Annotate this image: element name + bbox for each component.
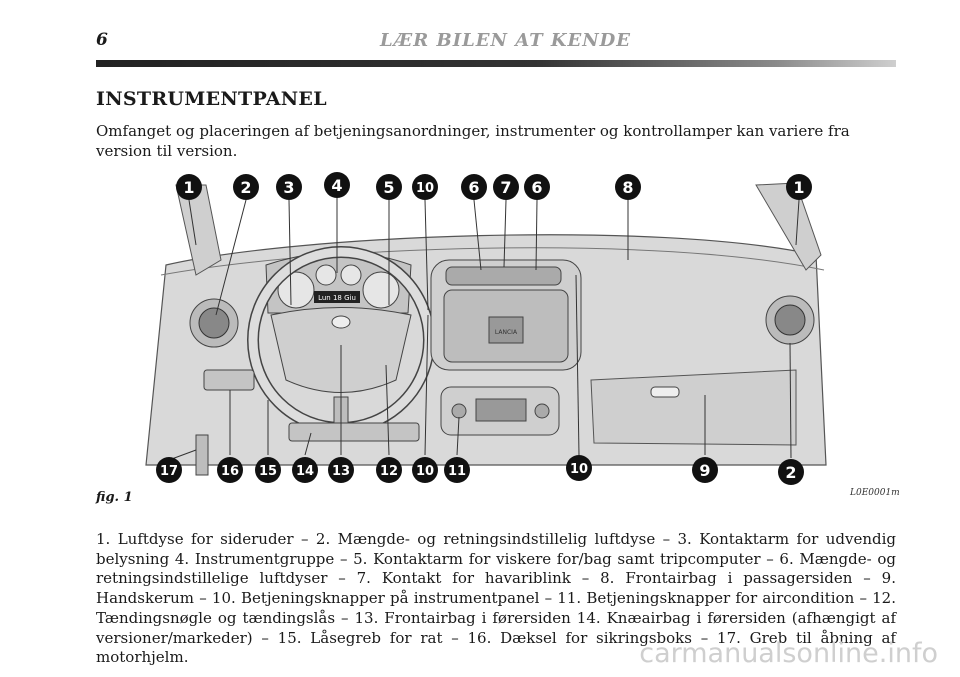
callout-12: 12: [376, 457, 402, 483]
svg-text:11: 11: [448, 464, 466, 479]
callout-13: 13: [328, 457, 354, 483]
svg-text:2: 2: [240, 178, 251, 197]
svg-text:10: 10: [570, 462, 588, 477]
page-number: 6: [96, 30, 108, 50]
steering-badge: [331, 315, 351, 329]
figure-code: L0E0001m: [850, 488, 900, 498]
svg-text:10: 10: [416, 181, 434, 196]
legend-text: 1. Luftdyse for sideruder – 2. Mængde- o…: [96, 530, 896, 667]
svg-text:9: 9: [699, 461, 710, 480]
callout-7: 7: [493, 174, 519, 200]
callout-1-left: 1: [176, 174, 202, 200]
callout-6-right: 6: [524, 174, 550, 200]
callout-3: 3: [276, 174, 302, 200]
svg-text:14: 14: [296, 464, 314, 479]
callout-2-bottom: 2: [778, 459, 804, 485]
svg-text:15: 15: [259, 464, 277, 479]
svg-text:7: 7: [500, 178, 511, 197]
svg-text:1: 1: [183, 178, 194, 197]
running-title: LÆR BILEN AT KENDE: [380, 30, 632, 51]
svg-text:12: 12: [380, 464, 398, 479]
cluster-display: [314, 291, 360, 303]
callout-1-right: 1: [786, 174, 812, 200]
callout-9: 9: [692, 457, 718, 483]
callout-10-bottom-left: 10: [412, 457, 438, 483]
callout-6-left: 6: [461, 174, 487, 200]
svg-text:1: 1: [793, 178, 804, 197]
callout-5: 5: [376, 174, 402, 200]
figure-caption: fig. 1: [96, 490, 133, 505]
glove-box: [590, 369, 797, 446]
watermark: carmanualsonline.info: [639, 638, 938, 669]
svg-text:4: 4: [331, 176, 342, 195]
svg-text:2: 2: [785, 463, 796, 482]
svg-text:6: 6: [468, 178, 479, 197]
svg-text:13: 13: [332, 464, 350, 479]
radio-badge: LANCIA: [495, 329, 518, 336]
svg-text:5: 5: [383, 178, 394, 197]
callout-10-bottom-right: 10: [566, 455, 592, 481]
svg-text:17: 17: [160, 464, 178, 479]
callout-14: 14: [292, 457, 318, 483]
callout-15: 15: [255, 457, 281, 483]
callout-11: 11: [444, 457, 470, 483]
svg-text:6: 6: [531, 178, 542, 197]
callout-17: 17: [156, 457, 182, 483]
section-title: INSTRUMENTPANEL: [96, 88, 327, 110]
callout-8: 8: [615, 174, 641, 200]
fuse-box-cover: [203, 369, 255, 391]
callout-4: 4: [324, 172, 350, 198]
dashboard-illustration: Lun 18 Giu LANCIA: [96, 165, 896, 495]
callouts-bottom: 17 16 15 14 13 12 10 11 10 9 2: [156, 455, 804, 485]
right-pillar: [755, 182, 822, 271]
knee-airbag: [288, 422, 420, 442]
svg-text:10: 10: [416, 464, 434, 479]
cluster-display-text: Lun 18 Giu: [318, 294, 356, 302]
header-rule: [96, 60, 896, 67]
callout-2-top: 2: [233, 174, 259, 200]
bonnet-lever: [195, 434, 209, 476]
callouts-top: 1 2 3 4 5 10 6 7 6 8 1: [176, 172, 812, 200]
svg-text:16: 16: [221, 464, 239, 479]
intro-text: Omfanget og placeringen af betjeningsano…: [96, 122, 850, 160]
svg-text:8: 8: [622, 178, 633, 197]
callout-10-top: 10: [412, 174, 438, 200]
callout-16: 16: [217, 457, 243, 483]
svg-text:3: 3: [283, 178, 294, 197]
